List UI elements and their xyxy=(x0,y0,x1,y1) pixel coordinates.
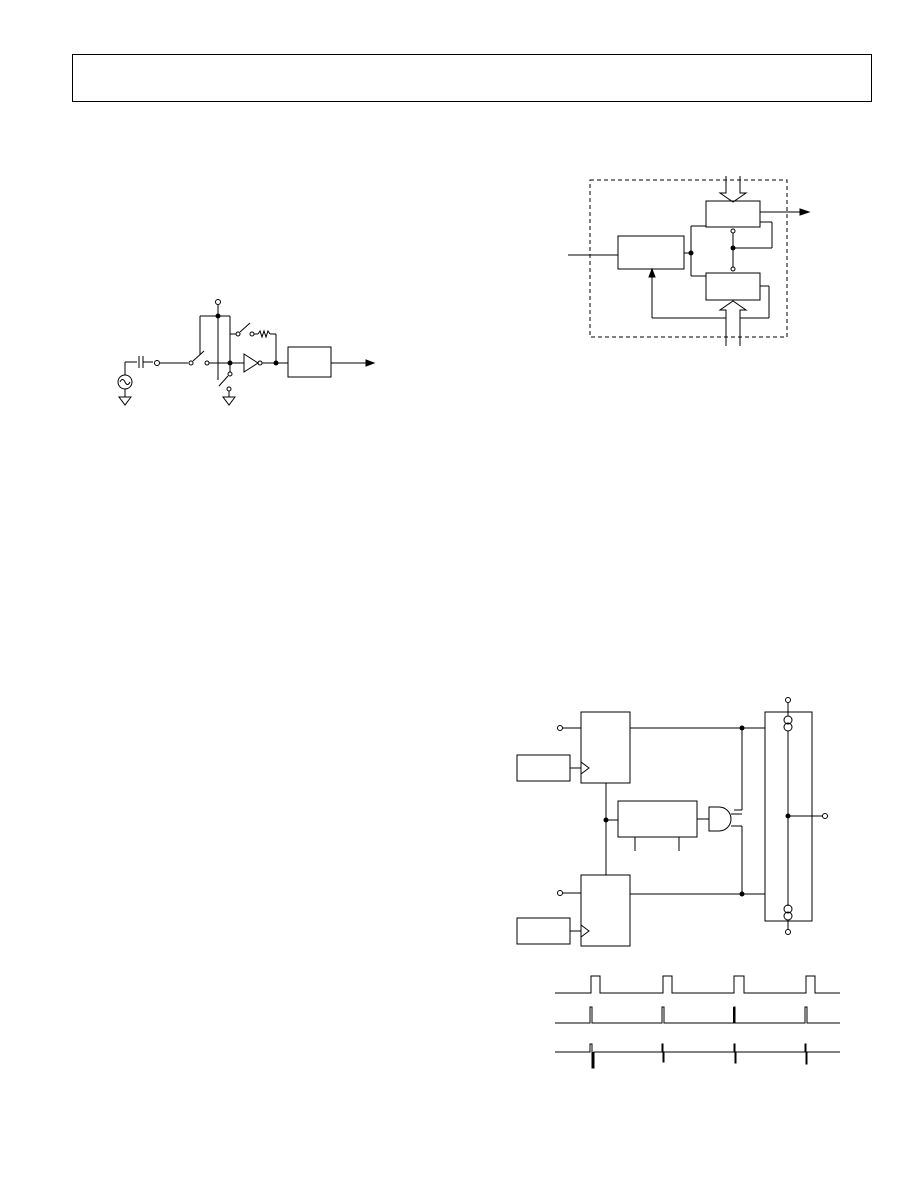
ground-icon xyxy=(119,397,131,405)
arrow-icon xyxy=(366,360,374,366)
dashed-boundary xyxy=(590,180,787,337)
and-gate-icon xyxy=(709,807,731,831)
supply-terminal xyxy=(216,300,221,305)
charge-pump-phase-detector-diagram xyxy=(510,690,840,950)
phase-detector-block xyxy=(618,236,684,269)
arrow-icon xyxy=(800,209,809,215)
flip-flop-block xyxy=(581,875,630,946)
supply-terminal xyxy=(786,698,791,703)
clock-edge-icon xyxy=(581,925,589,937)
arrow-icon xyxy=(649,269,655,277)
ground-terminal xyxy=(786,930,791,935)
clock-edge-icon xyxy=(581,762,589,774)
charge-pump-timing-diagram xyxy=(550,968,845,1078)
resistor-icon xyxy=(258,331,270,337)
input-terminal xyxy=(558,891,563,896)
capacitor-icon xyxy=(139,356,143,368)
clock-source-block xyxy=(517,918,570,944)
input-terminal xyxy=(155,361,160,366)
reference-pulse-trace xyxy=(555,976,840,993)
ground-icon xyxy=(223,397,235,405)
switch-icon xyxy=(189,351,209,365)
divider-block xyxy=(706,201,760,227)
ac-source-icon xyxy=(118,375,132,389)
clock-source-block xyxy=(517,755,570,781)
up-pulse-trace xyxy=(555,1007,840,1023)
page-header-box xyxy=(72,54,872,102)
output-terminal xyxy=(823,814,828,819)
flip-flop-block xyxy=(581,712,630,783)
sample-and-hold-input-circuit xyxy=(100,290,390,420)
delay-block xyxy=(618,801,697,837)
bus-arrow-icon xyxy=(720,176,746,202)
current-source-icon xyxy=(784,905,792,920)
current-source-icon xyxy=(784,716,792,731)
adc-block xyxy=(288,347,331,377)
bus-arrow-icon xyxy=(720,301,746,346)
down-pulse-trace xyxy=(555,1044,840,1068)
counter-block xyxy=(706,273,760,300)
buffer-amp-icon xyxy=(244,354,258,372)
pll-block-diagram xyxy=(560,170,830,350)
input-terminal xyxy=(558,726,563,731)
